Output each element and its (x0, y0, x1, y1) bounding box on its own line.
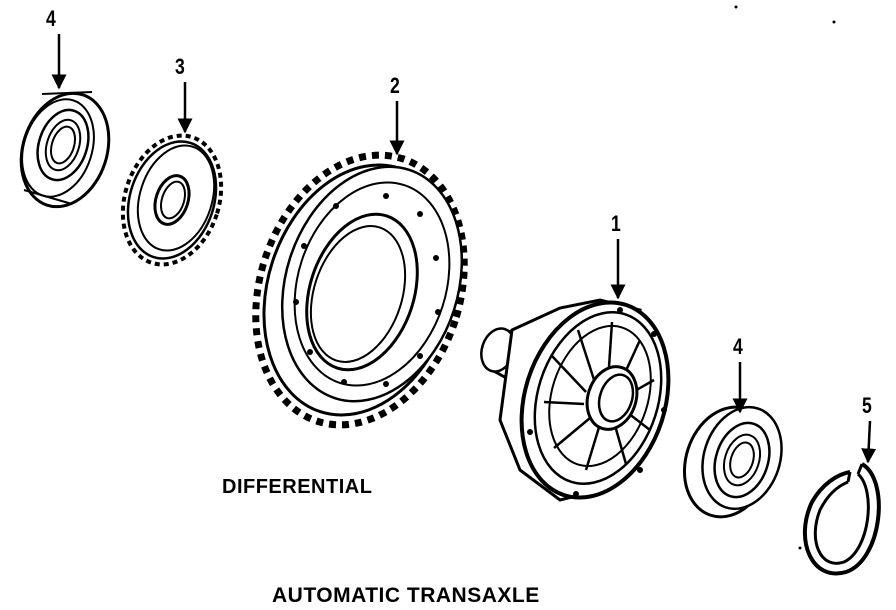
callout-speedometer-gear: 3 (175, 54, 185, 79)
callout-bearing-left: 4 (46, 6, 56, 31)
bearing-right (682, 405, 783, 519)
scan-specks (734, 5, 836, 550)
caption-differential: DIFFERENTIAL (222, 476, 373, 498)
differential-case (480, 298, 671, 502)
callout-ring-gear: 2 (390, 73, 400, 98)
speedometer-gear (120, 133, 224, 267)
ring-gear (252, 151, 468, 429)
snap-ring (802, 462, 881, 576)
bearing-left (19, 91, 111, 209)
callout-differential-case: 1 (611, 211, 621, 236)
callout-snap-ring: 5 (862, 393, 872, 418)
caption-automatic-transaxle: AUTOMATIC TRANSAXLE (272, 584, 540, 607)
leader-lines (51, 34, 877, 464)
callout-bearing-right: 4 (733, 334, 743, 359)
